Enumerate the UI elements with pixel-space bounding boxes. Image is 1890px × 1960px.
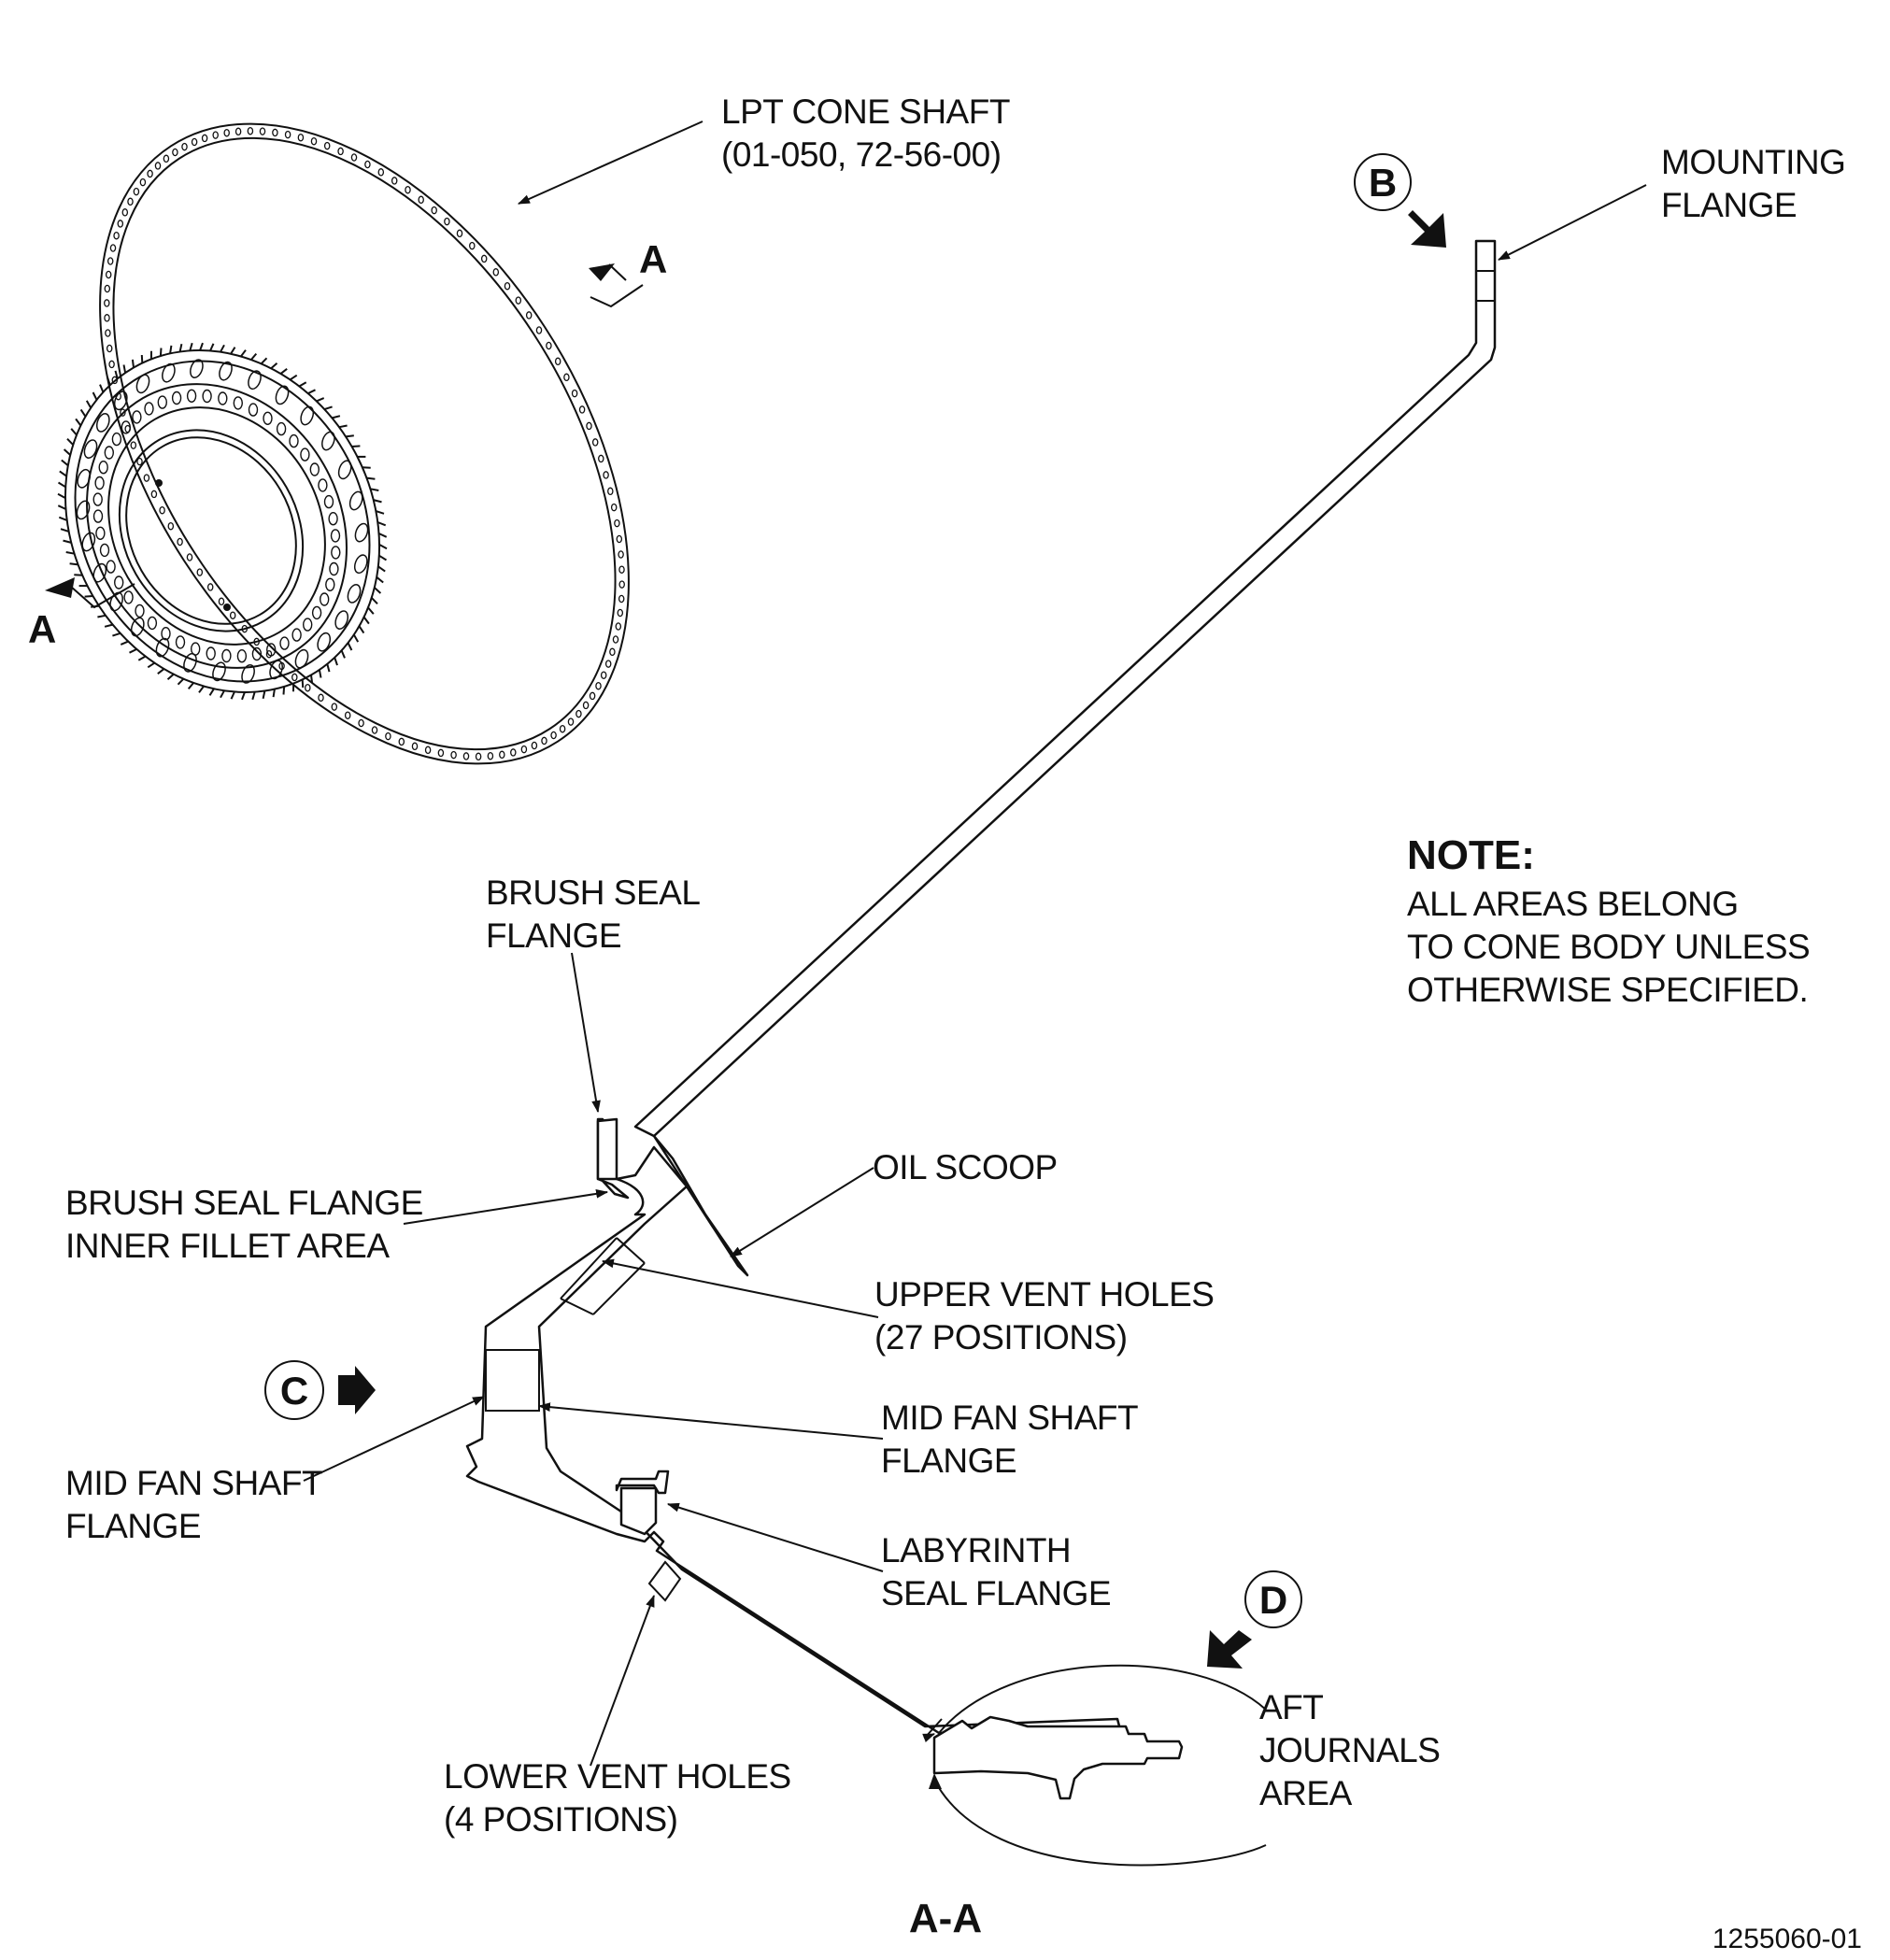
section-mark-lower: A bbox=[28, 577, 135, 651]
svg-text:LOWER VENT HOLES: LOWER VENT HOLES bbox=[444, 1757, 791, 1796]
svg-text:D: D bbox=[1259, 1578, 1287, 1622]
figure-number: 1255060-01 bbox=[1712, 1924, 1862, 1954]
svg-text:UPPER VENT HOLES: UPPER VENT HOLES bbox=[874, 1275, 1214, 1314]
leader-lines bbox=[303, 121, 1647, 1789]
label-brush-seal-fillet: BRUSH SEAL FLANGE INNER FILLET AREA bbox=[65, 1184, 423, 1265]
cone-shaft-isometric-view bbox=[57, 122, 630, 765]
label-mounting-flange: MOUNTING FLANGE bbox=[1661, 143, 1846, 224]
section-title: A-A bbox=[909, 1896, 982, 1941]
svg-text:(01-050, 72-56-00): (01-050, 72-56-00) bbox=[721, 135, 1002, 174]
svg-text:MID FAN SHAFT: MID FAN SHAFT bbox=[881, 1399, 1138, 1437]
svg-text:MOUNTING: MOUNTING bbox=[1661, 143, 1845, 181]
svg-text:A: A bbox=[28, 607, 56, 651]
svg-text:A: A bbox=[639, 237, 667, 281]
note-line: TO CONE BODY UNLESS bbox=[1407, 928, 1810, 966]
label-mid-fan-shaft-flange-right: MID FAN SHAFT FLANGE bbox=[881, 1399, 1139, 1480]
svg-text:LABYRINTH: LABYRINTH bbox=[881, 1531, 1071, 1569]
label-lpt-cone-shaft: LPT CONE SHAFT (01-050, 72-56-00) bbox=[721, 92, 1010, 174]
svg-text:JOURNALS: JOURNALS bbox=[1259, 1731, 1440, 1769]
label-mid-fan-shaft-flange-left: MID FAN SHAFT FLANGE bbox=[65, 1464, 323, 1545]
svg-text:BRUSH SEAL FLANGE: BRUSH SEAL FLANGE bbox=[65, 1184, 423, 1222]
spline-teeth bbox=[57, 342, 388, 701]
note-line: OTHERWISE SPECIFIED. bbox=[1407, 971, 1808, 1009]
svg-text:AREA: AREA bbox=[1259, 1774, 1353, 1812]
cross-section-a-a bbox=[465, 239, 1497, 1867]
label-brush-seal-flange: BRUSH SEAL FLANGE bbox=[486, 873, 701, 955]
cone-rim-bolt-holes bbox=[104, 126, 625, 761]
note-block: NOTE: ALL AREAS BELONG TO CONE BODY UNLE… bbox=[1407, 832, 1811, 1009]
label-oil-scoop: OIL SCOOP bbox=[873, 1148, 1058, 1186]
view-callout-d: D bbox=[1207, 1570, 1302, 1669]
svg-text:(4 POSITIONS): (4 POSITIONS) bbox=[444, 1800, 677, 1839]
view-callout-c: C bbox=[264, 1360, 376, 1420]
svg-text:FLANGE: FLANGE bbox=[486, 916, 621, 955]
view-callout-b: B bbox=[1354, 153, 1446, 248]
inner-flange-holes bbox=[76, 359, 369, 684]
svg-text:BRUSH SEAL: BRUSH SEAL bbox=[486, 873, 700, 912]
svg-text:(27 POSITIONS): (27 POSITIONS) bbox=[874, 1318, 1128, 1356]
note-heading: NOTE: bbox=[1407, 832, 1535, 878]
svg-text:FLANGE: FLANGE bbox=[65, 1507, 201, 1545]
label-aft-journals-area: AFT JOURNALS AREA bbox=[1259, 1688, 1441, 1812]
label-lower-vent-holes: LOWER VENT HOLES (4 POSITIONS) bbox=[444, 1757, 791, 1839]
label-labyrinth-seal-flange: LABYRINTH SEAL FLANGE bbox=[881, 1531, 1112, 1612]
svg-text:B: B bbox=[1369, 161, 1397, 205]
section-mark-upper: A bbox=[589, 237, 667, 308]
svg-text:SEAL FLANGE: SEAL FLANGE bbox=[881, 1574, 1111, 1612]
svg-text:LPT CONE SHAFT: LPT CONE SHAFT bbox=[721, 92, 1010, 131]
label-upper-vent-holes: UPPER VENT HOLES (27 POSITIONS) bbox=[874, 1275, 1215, 1356]
note-line: ALL AREAS BELONG bbox=[1407, 885, 1739, 923]
svg-text:INNER FILLET AREA: INNER FILLET AREA bbox=[65, 1227, 390, 1265]
svg-text:FLANGE: FLANGE bbox=[881, 1442, 1016, 1480]
svg-text:AFT: AFT bbox=[1259, 1688, 1323, 1726]
svg-text:OIL SCOOP: OIL SCOOP bbox=[873, 1148, 1058, 1186]
svg-text:C: C bbox=[280, 1369, 308, 1413]
svg-text:FLANGE: FLANGE bbox=[1661, 186, 1797, 224]
svg-text:MID FAN SHAFT: MID FAN SHAFT bbox=[65, 1464, 322, 1502]
